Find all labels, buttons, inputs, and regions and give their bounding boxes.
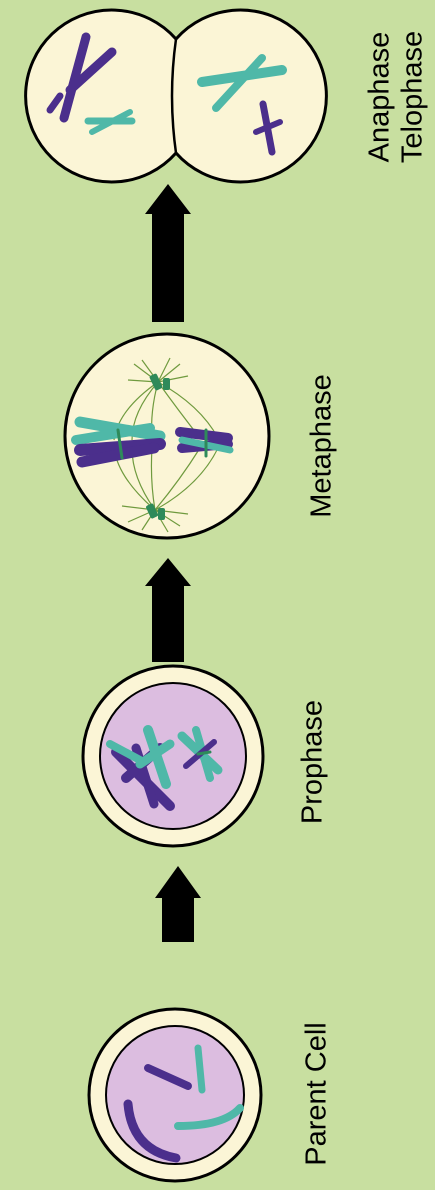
metaphase-cell — [65, 334, 269, 538]
arrow-up-icon — [155, 866, 201, 942]
arrow-up-icon — [145, 558, 191, 662]
arrow-up-icon — [145, 184, 191, 322]
metaphase-label: Metaphase — [305, 374, 338, 518]
anaphase-telophase-label: Anaphase Telophase — [364, 31, 431, 163]
prophase-label: Prophase — [296, 700, 329, 824]
anaphase-telophase-cell — [26, 10, 327, 182]
nucleus — [106, 1026, 244, 1164]
anaphase-label: Anaphase — [364, 31, 397, 163]
telophase-label: Telophase — [397, 31, 430, 163]
parent-cell — [89, 1009, 261, 1181]
parent-cell-label: Parent Cell — [300, 1022, 333, 1165]
centriole — [158, 508, 165, 520]
centriole — [163, 378, 170, 390]
chromosome-light — [198, 1048, 202, 1090]
prophase-cell — [83, 666, 263, 846]
